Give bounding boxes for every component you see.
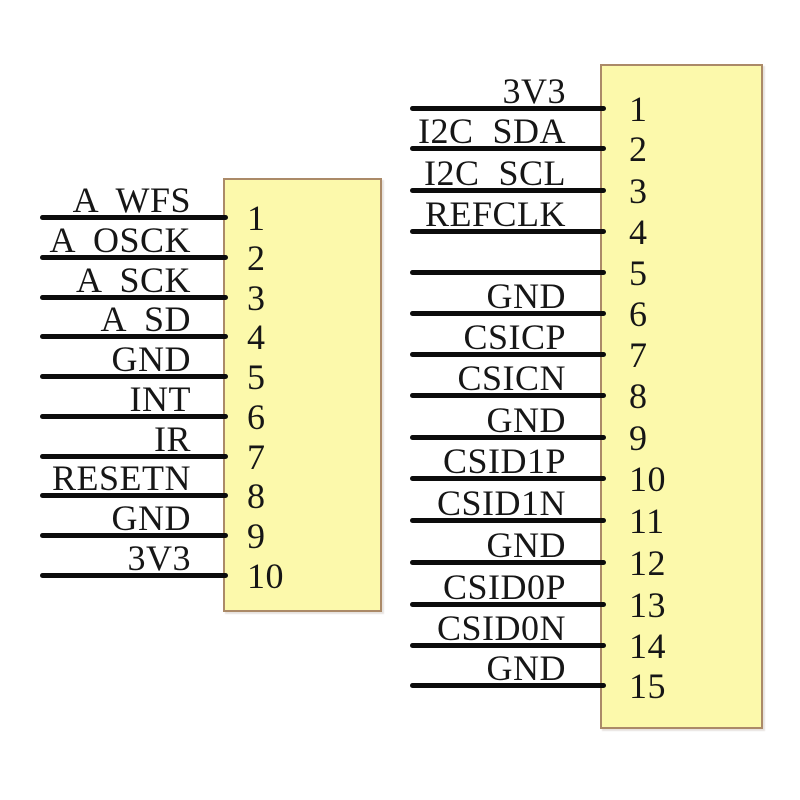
pin-number-right-connector-1: 1 xyxy=(629,89,648,129)
pin-number-right-connector-6: 6 xyxy=(629,294,648,334)
pin-label-left-connector-7: IR xyxy=(154,419,191,459)
pin-line-right-connector-6 xyxy=(410,311,606,316)
pin-line-right-connector-1 xyxy=(410,106,606,111)
pin-line-right-connector-15 xyxy=(410,683,606,688)
pin-number-right-connector-3: 3 xyxy=(629,171,648,211)
pin-line-left-connector-6 xyxy=(40,414,228,419)
pin-line-left-connector-2 xyxy=(40,255,228,260)
pin-number-right-connector-7: 7 xyxy=(629,335,648,375)
pin-label-right-connector-4: REFCLK xyxy=(424,194,566,234)
pin-line-right-connector-2 xyxy=(410,146,606,151)
pin-label-right-connector-2: I2C SDA xyxy=(417,111,566,151)
pin-line-right-connector-12 xyxy=(410,560,606,565)
pin-number-left-connector-2: 2 xyxy=(247,238,266,278)
pin-line-left-connector-7 xyxy=(40,454,228,459)
pin-number-left-connector-7: 7 xyxy=(247,437,266,477)
connector-box xyxy=(223,178,382,612)
pin-number-left-connector-10: 10 xyxy=(247,556,284,596)
pin-label-left-connector-2: A OSCK xyxy=(49,220,191,260)
pin-line-right-connector-9 xyxy=(410,435,606,440)
pin-line-left-connector-5 xyxy=(40,374,228,379)
pin-label-right-connector-12: GND xyxy=(486,525,566,565)
pin-line-left-connector-3 xyxy=(40,295,228,300)
pin-line-left-connector-1 xyxy=(40,215,228,220)
pin-line-right-connector-3 xyxy=(410,188,606,193)
pin-number-left-connector-1: 1 xyxy=(247,198,266,238)
pin-line-right-connector-5 xyxy=(410,270,606,275)
pin-number-right-connector-11: 11 xyxy=(629,501,665,541)
pin-label-right-connector-15: GND xyxy=(486,648,566,688)
pin-label-right-connector-7: CSICP xyxy=(463,317,566,357)
pin-number-right-connector-4: 4 xyxy=(629,212,648,252)
pin-number-left-connector-6: 6 xyxy=(247,397,266,437)
pin-label-right-connector-14: CSID0N xyxy=(436,608,566,648)
pin-number-right-connector-12: 12 xyxy=(629,543,666,583)
pin-label-left-connector-3: A SCK xyxy=(75,260,191,300)
pin-line-right-connector-13 xyxy=(410,602,606,607)
pin-number-right-connector-13: 13 xyxy=(629,585,666,625)
pin-line-right-connector-11 xyxy=(410,518,606,523)
pin-line-left-connector-8 xyxy=(40,493,228,498)
pin-number-right-connector-2: 2 xyxy=(629,129,648,169)
pin-number-left-connector-9: 9 xyxy=(247,516,266,556)
pin-number-left-connector-8: 8 xyxy=(247,476,266,516)
pin-label-right-connector-13: CSID0P xyxy=(442,567,566,607)
pin-label-right-connector-10: CSID1P xyxy=(442,441,566,481)
pin-line-right-connector-8 xyxy=(410,393,606,398)
pin-number-right-connector-5: 5 xyxy=(629,253,648,293)
pin-label-left-connector-5: GND xyxy=(111,339,191,379)
pin-label-right-connector-6: GND xyxy=(486,276,566,316)
pin-label-left-connector-10: 3V3 xyxy=(127,538,191,578)
pin-number-left-connector-4: 4 xyxy=(247,317,266,357)
pin-label-right-connector-8: CSICN xyxy=(457,358,566,398)
pin-number-right-connector-10: 10 xyxy=(629,459,666,499)
pin-label-left-connector-6: INT xyxy=(129,379,191,419)
pin-label-left-connector-4: A SD xyxy=(100,299,191,339)
pin-number-left-connector-5: 5 xyxy=(247,357,266,397)
pin-label-right-connector-9: GND xyxy=(486,400,566,440)
pin-line-left-connector-4 xyxy=(40,334,228,339)
pin-label-left-connector-9: GND xyxy=(111,498,191,538)
pin-label-left-connector-8: RESETN xyxy=(51,458,191,498)
pin-number-right-connector-9: 9 xyxy=(629,418,648,458)
pin-label-right-connector-1: 3V3 xyxy=(502,71,566,111)
pin-line-right-connector-7 xyxy=(410,352,606,357)
pin-number-left-connector-3: 3 xyxy=(247,278,266,318)
pin-line-left-connector-9 xyxy=(40,533,228,538)
pin-label-left-connector-1: A WFS xyxy=(72,180,191,220)
pin-number-right-connector-8: 8 xyxy=(629,376,648,416)
connector-box xyxy=(600,64,763,729)
pin-number-right-connector-14: 14 xyxy=(629,626,666,666)
pin-line-right-connector-14 xyxy=(410,643,606,648)
pin-line-right-connector-10 xyxy=(410,476,606,481)
pin-label-right-connector-11: CSID1N xyxy=(436,483,566,523)
pin-label-right-connector-3: I2C SCL xyxy=(423,153,566,193)
pin-number-right-connector-15: 15 xyxy=(629,666,666,706)
pin-line-left-connector-10 xyxy=(40,573,228,578)
pin-line-right-connector-4 xyxy=(410,229,606,234)
